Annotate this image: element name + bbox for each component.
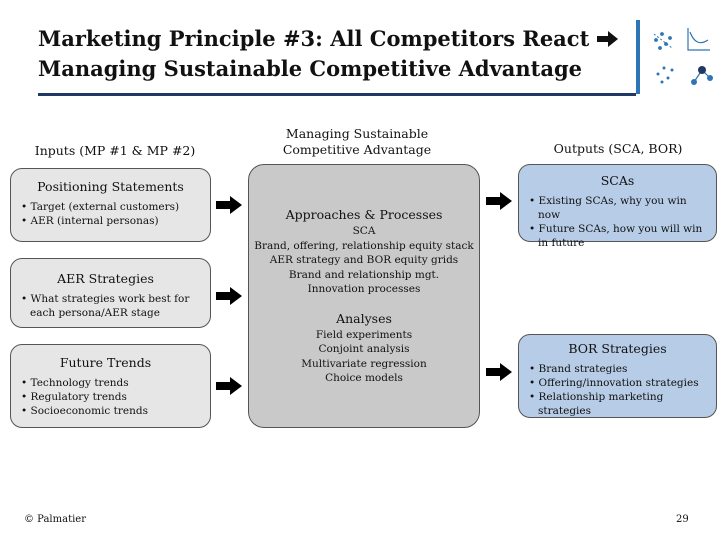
page-number: 29 (676, 514, 689, 525)
bullet-item: Technology trends (21, 376, 210, 390)
right-arrow-icon (216, 196, 242, 214)
approach-item: Brand and relationship mgt. (288, 268, 440, 281)
title-line-2: Managing Sustainable Competitive Advanta… (38, 56, 583, 81)
center-column-header: Managing Sustainable Competitive Advanta… (282, 126, 432, 157)
positioning-bullets: Target (external customers) AER (interna… (21, 200, 210, 228)
right-arrow-icon (486, 192, 512, 210)
bullet-item: Future SCAs, how you will win in future (529, 222, 710, 250)
bullet-item: AER (internal personas) (21, 214, 210, 228)
future-trends-title: Future Trends (59, 355, 152, 370)
analysis-item: Field experiments (315, 328, 413, 341)
analyses-title: Analyses (336, 310, 392, 326)
bullet-item: Relationship marketing strategies (529, 390, 710, 418)
bullet-item: Existing SCAs, why you win now (529, 194, 710, 222)
analysis-item: Conjoint analysis (318, 343, 410, 355)
positioning-statements-title: Positioning Statements (37, 179, 184, 194)
scas-box: SCAs Existing SCAs, why you win now Futu… (518, 164, 717, 249)
title-line-1: Marketing Principle #3: All Competitors … (38, 24, 638, 54)
aer-strategies-title: AER Strategies (57, 271, 154, 286)
bor-strategies-box: BOR Strategies Brand strategies Offering… (518, 334, 717, 418)
approach-item: Innovation processes (307, 283, 421, 295)
scatter-plot-icon (653, 32, 673, 50)
right-arrow-icon (216, 377, 242, 395)
copyright-text: © Palmatier (24, 514, 86, 525)
slide-title: Marketing Principle #3: All Competitors … (38, 24, 638, 84)
bullet-item: What strategies work best for each perso… (21, 292, 204, 320)
logo-accent-bar (636, 20, 640, 94)
title-underline (38, 93, 636, 96)
scas-bullets: Existing SCAs, why you win now Future SC… (529, 194, 710, 250)
bullet-item: Regulatory trends (21, 390, 210, 404)
analysis-item: Choice models (325, 372, 403, 384)
approaches-processes-title: Approaches & Processes (285, 207, 443, 222)
network-icon (691, 66, 713, 85)
approach-item: Brand, offering, relationship equity sta… (254, 239, 474, 252)
bullet-item: Offering/innovation strategies (529, 376, 710, 390)
future-trends-box: Future Trends Technology trends Regulato… (10, 344, 211, 428)
trends-bullets: Technology trends Regulatory trends Soci… (21, 376, 210, 418)
aer-bullets: What strategies work best for each perso… (21, 292, 204, 320)
outputs-column-header: Outputs (SCA, BOR) (553, 141, 683, 156)
approaches-list: SCA Brand, offering, relationship equity… (249, 224, 479, 297)
bullet-item: Socioeconomic trends (21, 404, 210, 418)
analytics-logo-icon (653, 28, 713, 85)
right-arrow-icon (486, 363, 512, 381)
analyses-list: Field experiments Conjoint analysis Mult… (249, 328, 479, 386)
bullet-item: Target (external customers) (21, 200, 210, 214)
dots-cluster-icon (656, 66, 674, 84)
inputs-column-header: Inputs (MP #1 & MP #2) (34, 143, 196, 158)
center-process-box: Approaches & Processes SCA Brand, offeri… (248, 164, 480, 428)
right-arrow-icon (216, 287, 242, 305)
analysis-item: Multivariate regression (301, 357, 427, 370)
approach-item: AER strategy and BOR equity grids (269, 254, 459, 266)
scas-title: SCAs (600, 173, 635, 188)
bor-strategies-title: BOR Strategies (568, 341, 667, 356)
aer-strategies-box: AER Strategies What strategies work best… (10, 258, 211, 328)
positioning-statements-box: Positioning Statements Target (external … (10, 168, 211, 242)
title-line-1-text: Marketing Principle #3: All Competitors … (38, 26, 590, 51)
curve-chart-icon (687, 28, 710, 51)
approach-item: SCA (352, 225, 376, 237)
bor-bullets: Brand strategies Offering/innovation str… (529, 362, 710, 418)
right-arrow-icon (597, 26, 619, 51)
bullet-item: Brand strategies (529, 362, 710, 376)
